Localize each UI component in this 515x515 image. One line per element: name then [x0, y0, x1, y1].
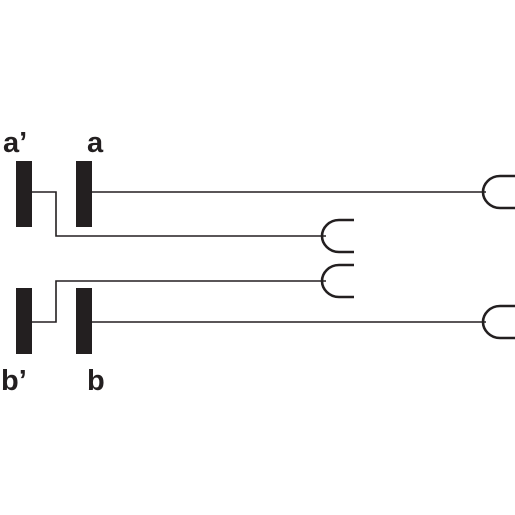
plate-b [76, 288, 92, 354]
terminal-a-cup [481, 174, 515, 210]
label-b-prime: b’ [1, 365, 27, 397]
label-a: a [87, 127, 104, 159]
plate-b-prime [16, 288, 32, 354]
plate-a [76, 161, 92, 227]
terminal-a-prime-cup [320, 218, 354, 254]
label-a-prime: a’ [3, 127, 27, 159]
lead-b-prime [32, 280, 326, 323]
terminal-b-cup [481, 304, 515, 340]
lead-a-prime [32, 191, 326, 237]
label-b: b [87, 365, 105, 397]
plate-a-prime [16, 161, 32, 227]
terminal-b-prime-cup [320, 263, 354, 299]
